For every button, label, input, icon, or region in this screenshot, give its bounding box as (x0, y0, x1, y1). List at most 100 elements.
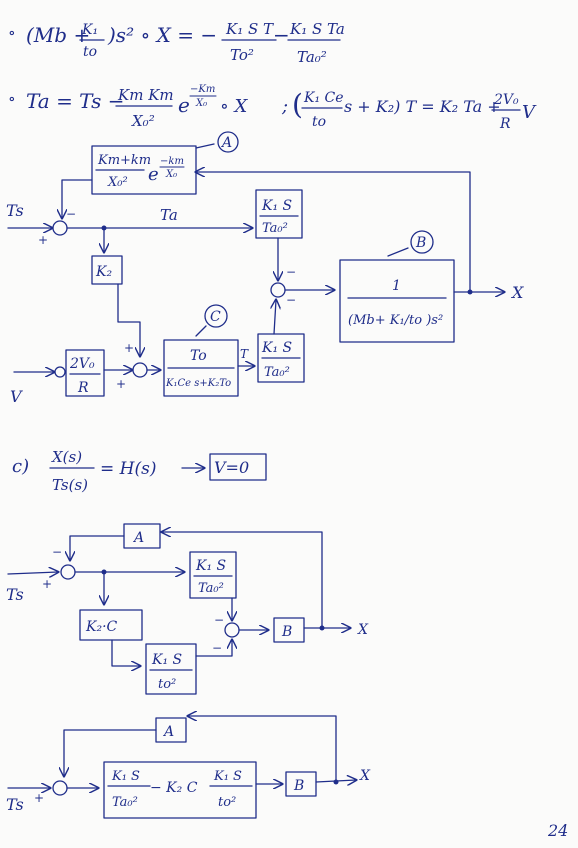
svg-text:−: − (214, 613, 224, 627)
block-k1s-lower-num: K₁ S (261, 340, 292, 356)
eq1-lhs-open: (Mb + (26, 23, 90, 47)
svg-text:−: − (52, 545, 62, 559)
input-ts: Ts (6, 201, 24, 220)
svg-text:−: − (66, 207, 76, 221)
eq1-t1-den: To² (230, 46, 254, 64)
d2-block-b-label: B (281, 624, 292, 640)
eq2-rhs-den: to (312, 114, 326, 130)
part-c-num: X(s) (51, 448, 82, 466)
block-plant (339, 259, 455, 343)
svg-text:−: − (212, 641, 222, 655)
eq1-minus: − (273, 23, 290, 47)
eq2-rhs-open: ( (292, 88, 303, 121)
sum-junction-3 (132, 362, 148, 378)
block-k1s-ta-den: Ta₀² (262, 221, 288, 236)
eq2-rhs-mid: s + K₂) T = K₂ Ta + (344, 97, 501, 116)
svg-text:+: + (42, 577, 52, 591)
block-2v0 (65, 349, 105, 397)
block-k1s-lower-den: Ta₀² (264, 365, 290, 380)
d3-block-combined (103, 761, 257, 819)
block-k2 (91, 255, 123, 285)
block-to (163, 339, 239, 397)
equation-2: ∘ Ta = Ts − Kт Km X₀² e −Km X₀ ∘ X ; ( K… (8, 84, 537, 132)
d3-block-b-label: B (293, 778, 304, 794)
d2-block-k1s (189, 551, 237, 599)
output-x: X (510, 283, 524, 302)
eq2-tail: ∘ X (220, 96, 249, 117)
eq1-t2-den: Ta₀² (297, 48, 327, 66)
part-c-label: c) (12, 456, 29, 477)
eq2-frac-den: X₀² (131, 112, 155, 130)
d2-block-a-label: A (132, 530, 144, 546)
svg-text:+: + (34, 791, 44, 805)
label-c-circle (204, 304, 228, 328)
eq1-bullet: ∘ (8, 23, 16, 42)
input-v: V (10, 387, 23, 406)
d2-block-b (273, 617, 305, 643)
d3-block-a-label: A (162, 724, 174, 740)
svg-text:+: + (124, 341, 134, 355)
svg-text:+: + (116, 377, 126, 391)
d2-sum-2 (224, 622, 240, 638)
part-c: c) X(s) Ts(s) = H(s) V=0 (12, 448, 267, 494)
eq2-exp-num: −Km (190, 84, 215, 95)
d2-block-k1s-num: K₁ S (195, 558, 226, 574)
block-diagram-2: A − Ts + K₁ S Ta₀² − K₂·C K₁ S to² − B X (6, 523, 369, 695)
sum-junction-1 (52, 220, 68, 236)
label-c: C (210, 309, 221, 325)
eq2-frac-num: Kт Km (117, 86, 174, 104)
block-k1s-ta-num: K₁ S (261, 198, 292, 214)
d2-block-k2c-label: K₂·C (85, 619, 118, 635)
eq2-exp-base: e (178, 93, 190, 117)
block-to-num: To (190, 348, 207, 364)
part-c-cond-box (209, 453, 267, 481)
block-feedback-exp-base: e (148, 164, 159, 185)
signal-ta: Ta (160, 206, 178, 224)
eq2-sep: ; (281, 96, 288, 117)
block-plant-num: 1 (392, 278, 401, 294)
d2-sum-1 (60, 564, 76, 580)
block-feedback-den: X₀² (107, 175, 128, 190)
label-b-circle (410, 230, 434, 254)
eq2-rhs-end: V (522, 102, 537, 123)
eq2-exp-den: X₀ (195, 98, 207, 109)
d2-block-k1s-lower-den: to² (158, 677, 176, 692)
d3-block-b (285, 771, 317, 797)
block-to-den: K₁Ce s+K₂To (165, 378, 231, 389)
eq2-bullet: ∘ (8, 89, 16, 108)
block-plant-den: (Mb+ K₁/to )s² (348, 313, 443, 328)
eq1-lhs-den: to (83, 44, 97, 60)
d2-block-k1s-lower (145, 643, 197, 695)
block-k2-label: K₂ (95, 264, 112, 280)
block-2v0-den: R (77, 380, 89, 396)
d3-mid: − K₂ C (150, 780, 198, 796)
d2-block-k1s-den: Ta₀² (198, 581, 224, 596)
eq1-lhs-close: )s² ∘ X = − (107, 23, 217, 47)
d3-term2-den: to² (218, 795, 236, 810)
eq2-lhs: Ta = Ts − (26, 89, 124, 113)
svg-text:+: + (38, 233, 48, 247)
eq2-rhs-frac-num: 2V₀ (493, 92, 519, 108)
label-a-circle (217, 131, 239, 153)
signal-t: T (240, 347, 249, 361)
label-b: B (415, 235, 426, 251)
d2-input-ts: Ts (6, 585, 24, 604)
eq1-t1-num: K₁ S T (225, 20, 274, 38)
svg-text:−: − (286, 265, 296, 279)
d3-sum-1 (52, 780, 68, 796)
d3-term2-num: K₁ S (213, 769, 242, 784)
part-c-eq: = H(s) (100, 459, 156, 479)
block-feedback-exp-den: X₀ (165, 169, 177, 180)
block-k1s-ta (255, 189, 303, 239)
eq2-rhs-frac-den: R (499, 116, 511, 132)
sum-junction-2 (270, 282, 286, 298)
eq2-rhs-num: K₁ Ce (303, 90, 344, 106)
block-k1s-lower (257, 333, 305, 383)
eq1-lhs-num: K₁ (81, 22, 98, 38)
svg-text:−: − (286, 293, 296, 307)
d2-block-k2c (79, 609, 143, 641)
d3-output-x: X (359, 768, 371, 784)
block-diagram-1: Kт+km X₀² e −km X₀ A Ts + − Ta K₁ S Ta₀²… (6, 131, 524, 406)
